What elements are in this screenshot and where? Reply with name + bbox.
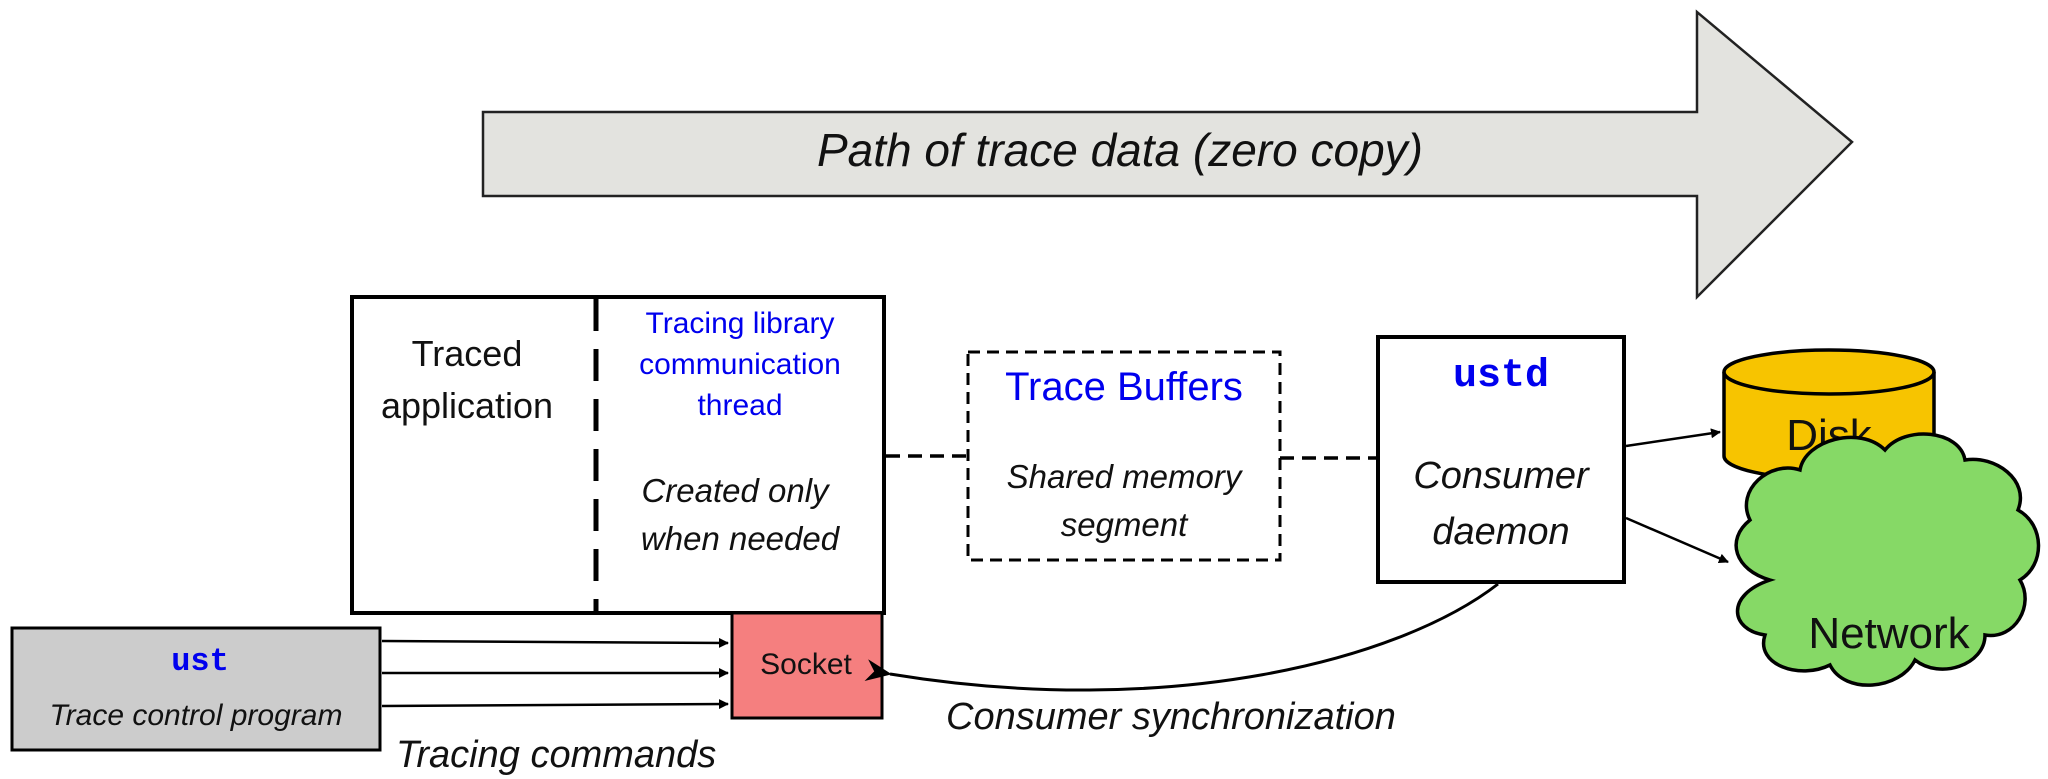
ust-control-program-box: ust Trace control program — [10, 626, 382, 752]
network-cloud-shape — [1734, 432, 2041, 687]
buffers-sub-line1: Shared memory — [1007, 458, 1244, 495]
ustd-daemon-box: ustd Consumer daemon — [1376, 335, 1626, 584]
daemon-to-disk-arrow — [1625, 428, 1721, 448]
socket-label: Socket — [760, 648, 852, 681]
path-arrow-label: Path of trace data (zero copy) — [817, 124, 1423, 176]
buffers-dashed-rect — [966, 350, 1282, 562]
daemon-name: ustd — [1453, 354, 1549, 399]
socket-box: Socket — [730, 611, 884, 720]
app-label-line1: Traced — [412, 333, 523, 374]
daemon-desc-line2: daemon — [1432, 511, 1569, 553]
path-arrow-shape — [481, 9, 1854, 301]
path-of-trace-data-arrow: Path of trace data (zero copy) — [481, 9, 1854, 301]
network-cloud: Network — [1734, 432, 2041, 687]
daemon-rect — [1376, 335, 1626, 584]
daemon-to-network-arrow — [1625, 516, 1729, 564]
consumer-sync-arrow — [864, 582, 1499, 692]
thread-label-line1: Tracing library — [646, 307, 835, 340]
app-label-line2: application — [381, 385, 553, 426]
thread-label-line3: thread — [697, 389, 782, 422]
command-arrow-1 — [381, 637, 729, 648]
socket-rect — [730, 611, 884, 720]
daemon-desc-line1: Consumer — [1413, 455, 1590, 497]
traced-application-box: Traced application Tracing library commu… — [350, 295, 886, 615]
thread-label-line2: communication — [639, 348, 841, 381]
thread-note-line1: Created only — [641, 472, 831, 509]
command-arrow-3 — [381, 699, 729, 710]
buffers-sub-line2: segment — [1061, 506, 1189, 543]
disk-top — [1722, 348, 1936, 396]
consumer-sync-label: Consumer synchronization — [946, 696, 1396, 738]
tracing-commands-label: Tracing commands — [396, 734, 716, 776]
ust-desc: Trace control program — [50, 699, 343, 732]
ust-rect — [10, 626, 382, 752]
thread-note-line2: when needed — [641, 520, 841, 557]
buffers-title: Trace Buffers — [1005, 365, 1243, 409]
app-outer-rect — [350, 295, 886, 615]
ust-name: ust — [171, 643, 229, 680]
network-label: Network — [1808, 609, 1970, 658]
trace-buffers-box: Trace Buffers Shared memory segment — [966, 350, 1282, 562]
